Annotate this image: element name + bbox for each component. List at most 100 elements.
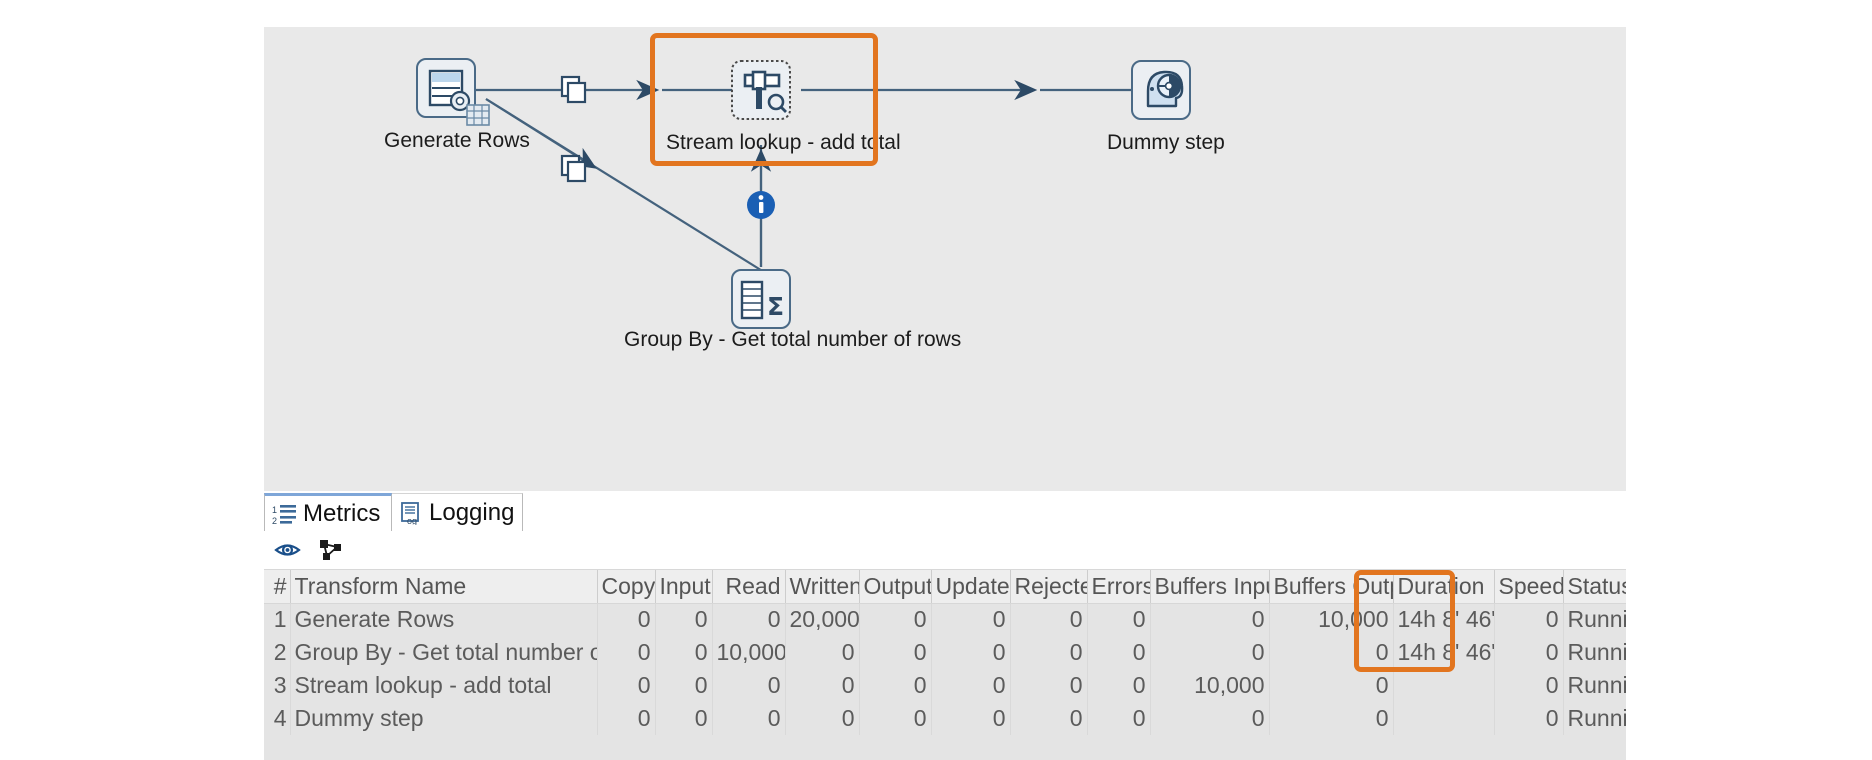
svg-text:1: 1 [272, 505, 277, 515]
cell-read: 0 [712, 669, 786, 702]
cell-output: 0 [859, 603, 932, 636]
cell-status: Running [1563, 636, 1626, 669]
cell-written: 0 [785, 636, 860, 669]
tab-metrics-label: Metrics [303, 499, 381, 527]
cell-read: 0 [712, 603, 786, 636]
pipeline-canvas[interactable]: Σ Generate Rows Stream lookup - add tota… [264, 27, 1626, 491]
node-label-dummy-step: Dummy step [1107, 131, 1225, 154]
cell-duration [1393, 702, 1495, 735]
column-header-rejected[interactable]: Rejected [1010, 570, 1088, 604]
cell-buffers_out: 10,000 [1269, 603, 1394, 636]
cell-buffers_in: 0 [1150, 636, 1270, 669]
cell-rejected: 0 [1010, 669, 1088, 702]
copy-rows-icon [560, 154, 587, 183]
tab-logging[interactable]: og Logging [392, 493, 523, 531]
cell-speed: 0 [1494, 603, 1564, 636]
svg-text:og: og [407, 516, 417, 525]
cell-buffers_out: 0 [1269, 669, 1394, 702]
numbered-list-icon: 1 2 [272, 502, 297, 526]
generate-rows-icon [416, 58, 490, 126]
cell-idx: 1 [264, 603, 291, 636]
column-header-duration[interactable]: Duration [1393, 570, 1495, 604]
cell-errors: 0 [1087, 702, 1151, 735]
cell-name: Generate Rows [290, 603, 598, 636]
column-header-updated[interactable]: Updated [931, 570, 1011, 604]
info-icon [747, 191, 775, 219]
cell-input: 0 [655, 702, 713, 735]
cell-name: Stream lookup - add total [290, 669, 598, 702]
cell-output: 0 [859, 669, 932, 702]
column-header-read[interactable]: Read [712, 570, 786, 604]
cell-status: Running [1563, 702, 1626, 735]
tab-metrics[interactable]: 1 2 Metrics [264, 493, 392, 531]
cell-rejected: 0 [1010, 636, 1088, 669]
column-header-copy[interactable]: Copy [597, 570, 656, 604]
cell-duration [1393, 669, 1495, 702]
cell-errors: 0 [1087, 669, 1151, 702]
svg-text:2: 2 [272, 516, 277, 526]
cell-status: Running [1563, 603, 1626, 636]
tab-logging-label: Logging [429, 498, 515, 526]
column-header-written[interactable]: Written [785, 570, 860, 604]
cell-written: 0 [785, 702, 860, 735]
cell-rejected: 0 [1010, 603, 1088, 636]
cell-copy: 0 [597, 603, 656, 636]
cell-read: 0 [712, 702, 786, 735]
cell-buffers_in: 0 [1150, 603, 1270, 636]
log-document-icon: og [399, 501, 423, 525]
cell-speed: 0 [1494, 636, 1564, 669]
node-label-group-by: Group By - Get total number of rows [624, 328, 962, 351]
cell-input: 0 [655, 636, 713, 669]
cell-updated: 0 [931, 669, 1011, 702]
bottom-panel: 1 2 Metrics [264, 493, 1626, 760]
cell-output: 0 [859, 636, 932, 669]
cell-copy: 0 [597, 702, 656, 735]
cell-input: 0 [655, 603, 713, 636]
cell-read: 10,000 [712, 636, 786, 669]
cell-copy: 0 [597, 669, 656, 702]
copy-rows-icon [560, 75, 587, 104]
stream-lookup-icon [731, 60, 791, 120]
cell-updated: 0 [931, 603, 1011, 636]
pipeline-graph: Σ [416, 58, 1191, 329]
cell-buffers_in: 10,000 [1150, 669, 1270, 702]
column-header-input[interactable]: Input [655, 570, 713, 604]
column-header-idx[interactable]: # [264, 570, 291, 604]
column-header-name[interactable]: Transform Name [290, 570, 598, 604]
svg-text:Σ: Σ [767, 292, 784, 321]
column-header-output[interactable]: Output [859, 570, 932, 604]
column-header-errors[interactable]: Errors [1087, 570, 1151, 604]
cell-errors: 0 [1087, 636, 1151, 669]
cell-written: 0 [785, 669, 860, 702]
graph-nodes-icon[interactable] [319, 539, 343, 561]
eye-icon[interactable] [274, 540, 301, 560]
cell-idx: 2 [264, 636, 291, 669]
node-label-stream-lookup: Stream lookup - add total [666, 131, 901, 154]
metrics-toolbar [264, 531, 1626, 570]
cell-rejected: 0 [1010, 702, 1088, 735]
cell-output: 0 [859, 702, 932, 735]
cell-written: 20,000 [785, 603, 860, 636]
column-header-buffers_in[interactable]: Buffers Input [1150, 570, 1270, 604]
cell-copy: 0 [597, 636, 656, 669]
cell-duration: 14h 8' 46" [1393, 603, 1495, 636]
cell-duration: 14h 8' 46" [1393, 636, 1495, 669]
column-header-status[interactable]: Status [1563, 570, 1626, 604]
column-header-buffers_out[interactable]: Buffers Output [1269, 570, 1394, 604]
dummy-step-icon [1131, 60, 1191, 120]
cell-idx: 3 [264, 669, 291, 702]
cell-input: 0 [655, 669, 713, 702]
cell-status: Running [1563, 669, 1626, 702]
cell-idx: 4 [264, 702, 291, 735]
group-by-icon: Σ [731, 269, 791, 329]
cell-buffers_out: 0 [1269, 702, 1394, 735]
column-header-speed[interactable]: Speed [1494, 570, 1564, 604]
